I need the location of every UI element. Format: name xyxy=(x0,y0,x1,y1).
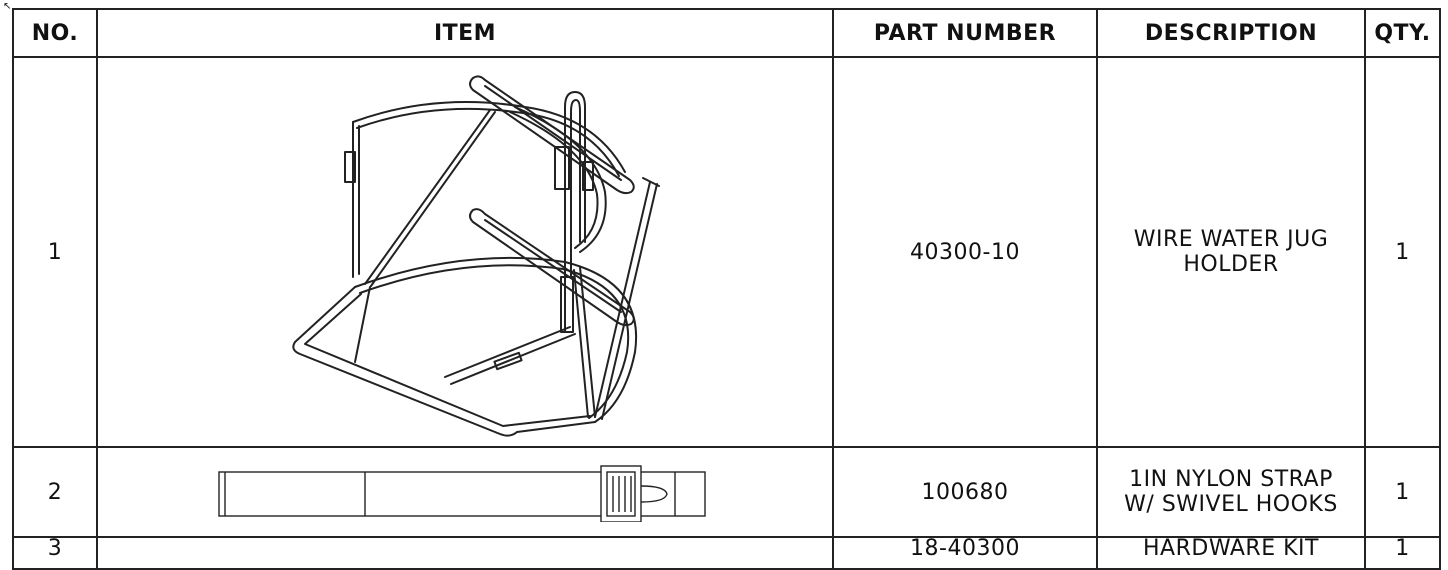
row-qty: 1 xyxy=(1364,56,1441,448)
row-qty: 1 xyxy=(1364,446,1441,538)
description-line-1: 1IN NYLON STRAP xyxy=(1129,467,1333,492)
row-qty: 1 xyxy=(1364,536,1441,570)
header-part-number: PART NUMBER xyxy=(832,8,1098,58)
row-part-number: 40300-10 xyxy=(832,56,1098,448)
nylon-strap-drawing xyxy=(218,465,706,522)
item-image-cell xyxy=(96,446,834,538)
item-image-cell xyxy=(96,56,834,448)
header-no: NO. xyxy=(12,8,98,58)
row-description: WIRE WATER JUG HOLDER xyxy=(1096,56,1366,448)
row-part-number: 100680 xyxy=(832,446,1098,538)
row-no: 2 xyxy=(12,446,98,538)
header-description: DESCRIPTION xyxy=(1096,8,1366,58)
table-header-row: NO. ITEM PART NUMBER DESCRIPTION QTY. xyxy=(12,8,1441,58)
corner-mark: ↖ xyxy=(3,1,12,12)
row-no: 1 xyxy=(12,56,98,448)
table-row: 3 18-40300 HARDWARE KIT 1 xyxy=(12,536,1441,570)
wire-jug-holder-drawing xyxy=(292,75,660,437)
header-qty: QTY. xyxy=(1364,8,1441,58)
bill-of-materials-table: NO. ITEM PART NUMBER DESCRIPTION QTY. 1 xyxy=(12,8,1441,570)
description-line-2: HOLDER xyxy=(1183,252,1279,277)
header-item: ITEM xyxy=(96,8,834,58)
description-line-2: W/ SWIVEL HOOKS xyxy=(1124,492,1338,517)
row-part-number: 18-40300 xyxy=(832,536,1098,570)
table-row: 1 xyxy=(12,56,1441,448)
row-description: HARDWARE KIT xyxy=(1096,536,1366,570)
row-no: 3 xyxy=(12,536,98,570)
table-row: 2 100680 1IN NYLON STRAP xyxy=(12,446,1441,538)
row-description: 1IN NYLON STRAP W/ SWIVEL HOOKS xyxy=(1096,446,1366,538)
description-line-1: WIRE WATER JUG xyxy=(1133,227,1329,252)
item-image-cell xyxy=(96,536,834,570)
